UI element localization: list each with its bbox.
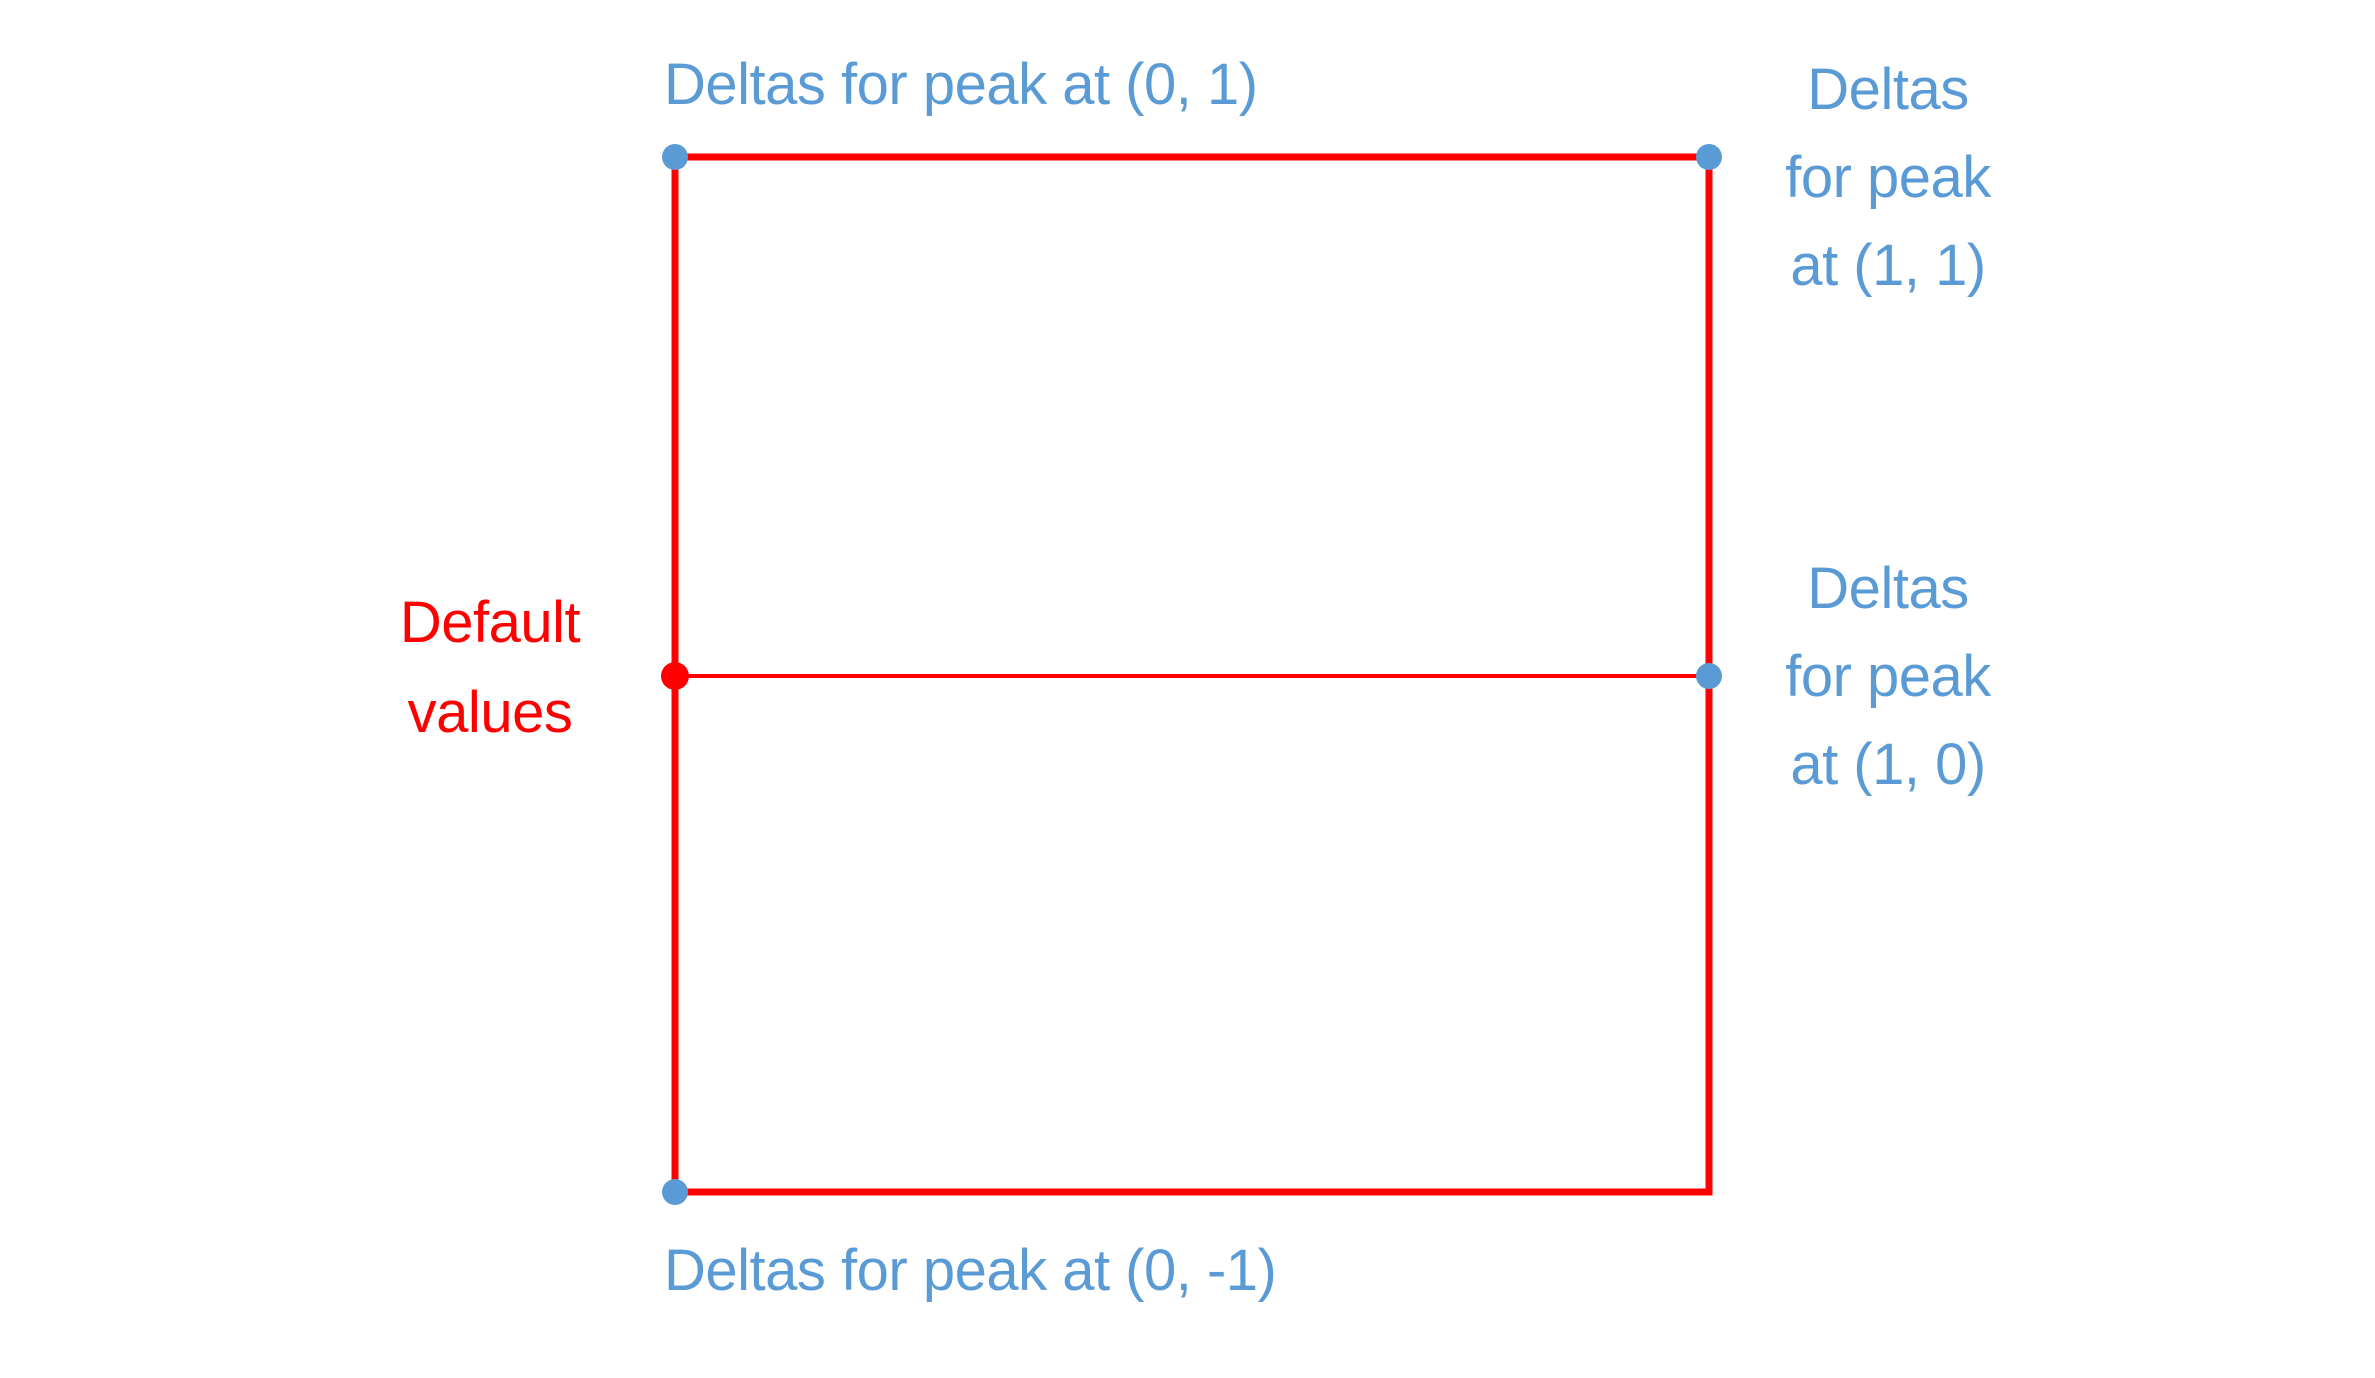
label-peak-0-1: Deltas for peak at (0, 1)	[664, 52, 1258, 117]
label-peak-1-0: Deltas for peak at (1, 0)	[1785, 556, 1991, 797]
marker-peak-0-neg1-icon	[662, 1179, 688, 1205]
label-default-values: Default values	[399, 590, 581, 745]
marker-peak-1-1-icon	[1696, 144, 1722, 170]
marker-peak-1-0-icon	[1696, 663, 1722, 689]
marker-default-values-icon	[661, 662, 689, 690]
label-peak-1-1: Deltas for peak at (1, 1)	[1785, 57, 1991, 298]
marker-peak-0-1-icon	[662, 144, 688, 170]
label-peak-0-neg1: Deltas for peak at (0, -1)	[664, 1238, 1277, 1303]
